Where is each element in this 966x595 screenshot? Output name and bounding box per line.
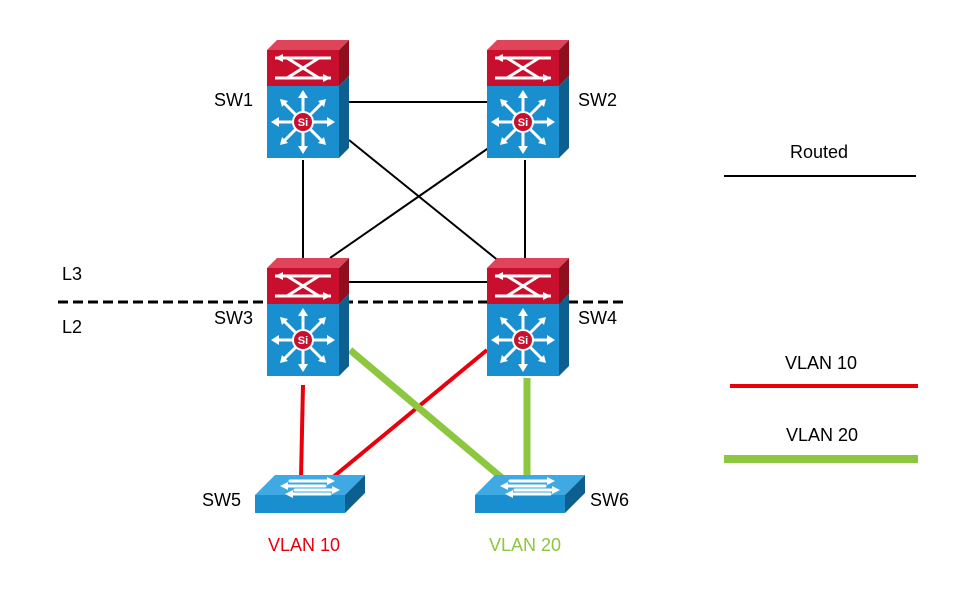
sw3-node[interactable]: Si — [265, 256, 351, 378]
legend: Routed VLAN 10 VLAN 20 — [724, 142, 918, 463]
layer-label-l2: L2 — [62, 317, 82, 337]
links-layer — [299, 101, 531, 481]
chip-label: Si — [298, 117, 308, 129]
link-sw1-sw4 — [348, 139, 501, 263]
legend-label-routed: Routed — [790, 142, 848, 162]
sw4-node[interactable]: Si — [485, 256, 571, 378]
sw5-label: SW5 — [202, 490, 241, 510]
legend-label-vlan10: VLAN 10 — [785, 353, 857, 373]
sw6-node[interactable] — [473, 473, 587, 515]
sw3-label: SW3 — [214, 308, 253, 328]
chip-label: Si — [518, 117, 528, 129]
chip-label: Si — [298, 335, 308, 347]
chip-label: Si — [518, 335, 528, 347]
link-sw3-sw6 — [347, 347, 505, 481]
sw6-label: SW6 — [590, 490, 629, 510]
legend-label-vlan20: VLAN 20 — [786, 425, 858, 445]
sw4-label: SW4 — [578, 308, 617, 328]
sw5-node[interactable] — [253, 473, 367, 515]
sw6-vlan-label: VLAN 20 — [489, 535, 561, 555]
link-sw2-sw3 — [329, 139, 501, 259]
layer-label-l3: L3 — [62, 264, 82, 284]
sw1-label: SW1 — [214, 90, 253, 110]
sw2-node[interactable]: Si — [485, 38, 571, 160]
sw2-label: SW2 — [578, 90, 617, 110]
sw5-vlan-label: VLAN 10 — [268, 535, 340, 555]
sw1-node[interactable]: Si — [265, 38, 351, 160]
link-sw4-sw5 — [330, 348, 489, 480]
link-sw3-sw5 — [299, 384, 305, 479]
